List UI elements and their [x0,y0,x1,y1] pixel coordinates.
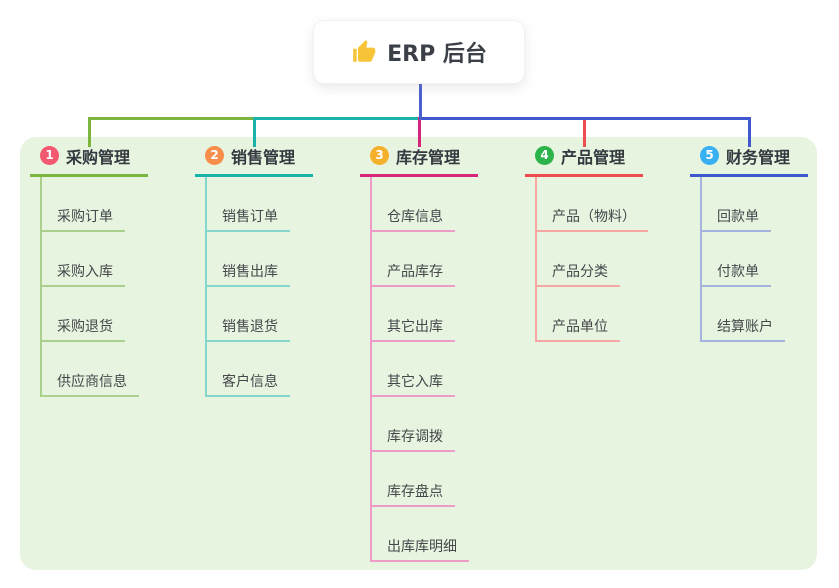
root-node[interactable]: ERP 后台 [314,21,524,83]
children-spine-line [370,177,372,562]
child-node[interactable]: 付款单 [700,264,771,287]
branch-node[interactable]: 3 库存管理 [360,137,478,177]
branch-node[interactable]: 1 采购管理 [30,137,148,177]
children-spine-line [40,177,42,397]
branch-node[interactable]: 2 销售管理 [195,137,313,177]
child-node[interactable]: 采购订单 [40,209,125,232]
mindmap-panel [20,137,817,570]
child-row: 回款单 [700,177,839,232]
branch-label: 采购管理 [66,147,131,167]
branch-node[interactable]: 5 财务管理 [690,137,808,177]
branch-number-badge: 1 [40,146,59,165]
child-row: 产品分类 [535,232,690,287]
child-node[interactable]: 结算账户 [700,319,785,342]
child-node[interactable]: 销售退货 [205,319,290,342]
root-connector-line [418,83,422,120]
child-row: 其它入库 [370,342,525,397]
branch-label: 库存管理 [396,147,461,167]
branch-children: 采购订单采购入库采购退货供应商信息 [40,177,195,397]
child-row: 付款单 [700,232,839,287]
branch-connector-drop [417,117,421,147]
branch-number-badge: 4 [535,146,554,165]
branch-label: 产品管理 [561,147,626,167]
children-spine-line [700,177,702,342]
branch-column: 1 采购管理采购订单采购入库采购退货供应商信息 [30,137,195,397]
child-node[interactable]: 客户信息 [205,374,290,397]
child-node[interactable]: 产品（物料） [535,209,648,232]
branch-column: 4 产品管理产品（物料） 产品分类产品单位 [525,137,690,342]
child-row: 采购退货 [40,287,195,342]
branch-connector-drop [252,117,256,147]
branch-connector-drop [87,117,91,147]
child-node[interactable]: 销售订单 [205,209,290,232]
child-node[interactable]: 销售出库 [205,264,290,287]
children-spine-line [535,177,537,342]
child-node[interactable]: 产品分类 [535,264,620,287]
child-node[interactable]: 采购退货 [40,319,125,342]
branch-number-badge: 2 [205,146,224,165]
child-node[interactable]: 产品库存 [370,264,455,287]
child-node[interactable]: 库存盘点 [370,484,455,507]
branch-children: 仓库信息产品库存其它出库其它入库库存调拨库存盘点出库库明细 [370,177,525,562]
child-row: 结算账户 [700,287,839,342]
child-row: 采购入库 [40,232,195,287]
child-row: 供应商信息 [40,342,195,397]
child-row: 采购订单 [40,177,195,232]
child-node[interactable]: 库存调拨 [370,429,455,452]
child-row: 出库库明细 [370,507,525,562]
child-node[interactable]: 产品单位 [535,319,620,342]
branch-number-badge: 3 [370,146,389,165]
branch-label: 销售管理 [231,147,296,167]
child-row: 仓库信息 [370,177,525,232]
child-row: 销售出库 [205,232,360,287]
branch-connector-horizontal [418,117,751,120]
branch-label: 财务管理 [726,147,791,167]
child-node[interactable]: 其它出库 [370,319,455,342]
branch-number-badge: 5 [700,146,719,165]
child-row: 产品单位 [535,287,690,342]
child-node[interactable]: 其它入库 [370,374,455,397]
branch-column: 2 销售管理销售订单销售出库销售退货客户信息 [195,137,360,397]
child-row: 销售退货 [205,287,360,342]
child-row: 库存盘点 [370,452,525,507]
children-spine-line [205,177,207,397]
branch-connector-drop [747,117,751,147]
child-row: 产品（物料） [535,177,690,232]
branch-connector-horizontal [252,117,422,120]
child-row: 其它出库 [370,287,525,342]
branch-connector-drop [582,117,586,147]
child-node[interactable]: 出库库明细 [370,539,469,562]
child-node[interactable]: 仓库信息 [370,209,455,232]
child-row: 销售订单 [205,177,360,232]
child-node[interactable]: 采购入库 [40,264,125,287]
branch-children: 产品（物料） 产品分类产品单位 [535,177,690,342]
child-row: 库存调拨 [370,397,525,452]
child-node[interactable]: 回款单 [700,209,771,232]
branch-node[interactable]: 4 产品管理 [525,137,643,177]
child-row: 客户信息 [205,342,360,397]
branch-children: 销售订单销售出库销售退货客户信息 [205,177,360,397]
child-row: 产品库存 [370,232,525,287]
branch-children: 回款单付款单结算账户 [700,177,839,342]
thumbs-up-icon [351,39,377,65]
branch-column: 3 库存管理仓库信息产品库存其它出库其它入库库存调拨库存盘点出库库明细 [360,137,525,562]
child-node[interactable]: 供应商信息 [40,374,139,397]
root-title: ERP 后台 [387,42,487,67]
branch-column: 5 财务管理回款单付款单结算账户 [690,137,839,342]
